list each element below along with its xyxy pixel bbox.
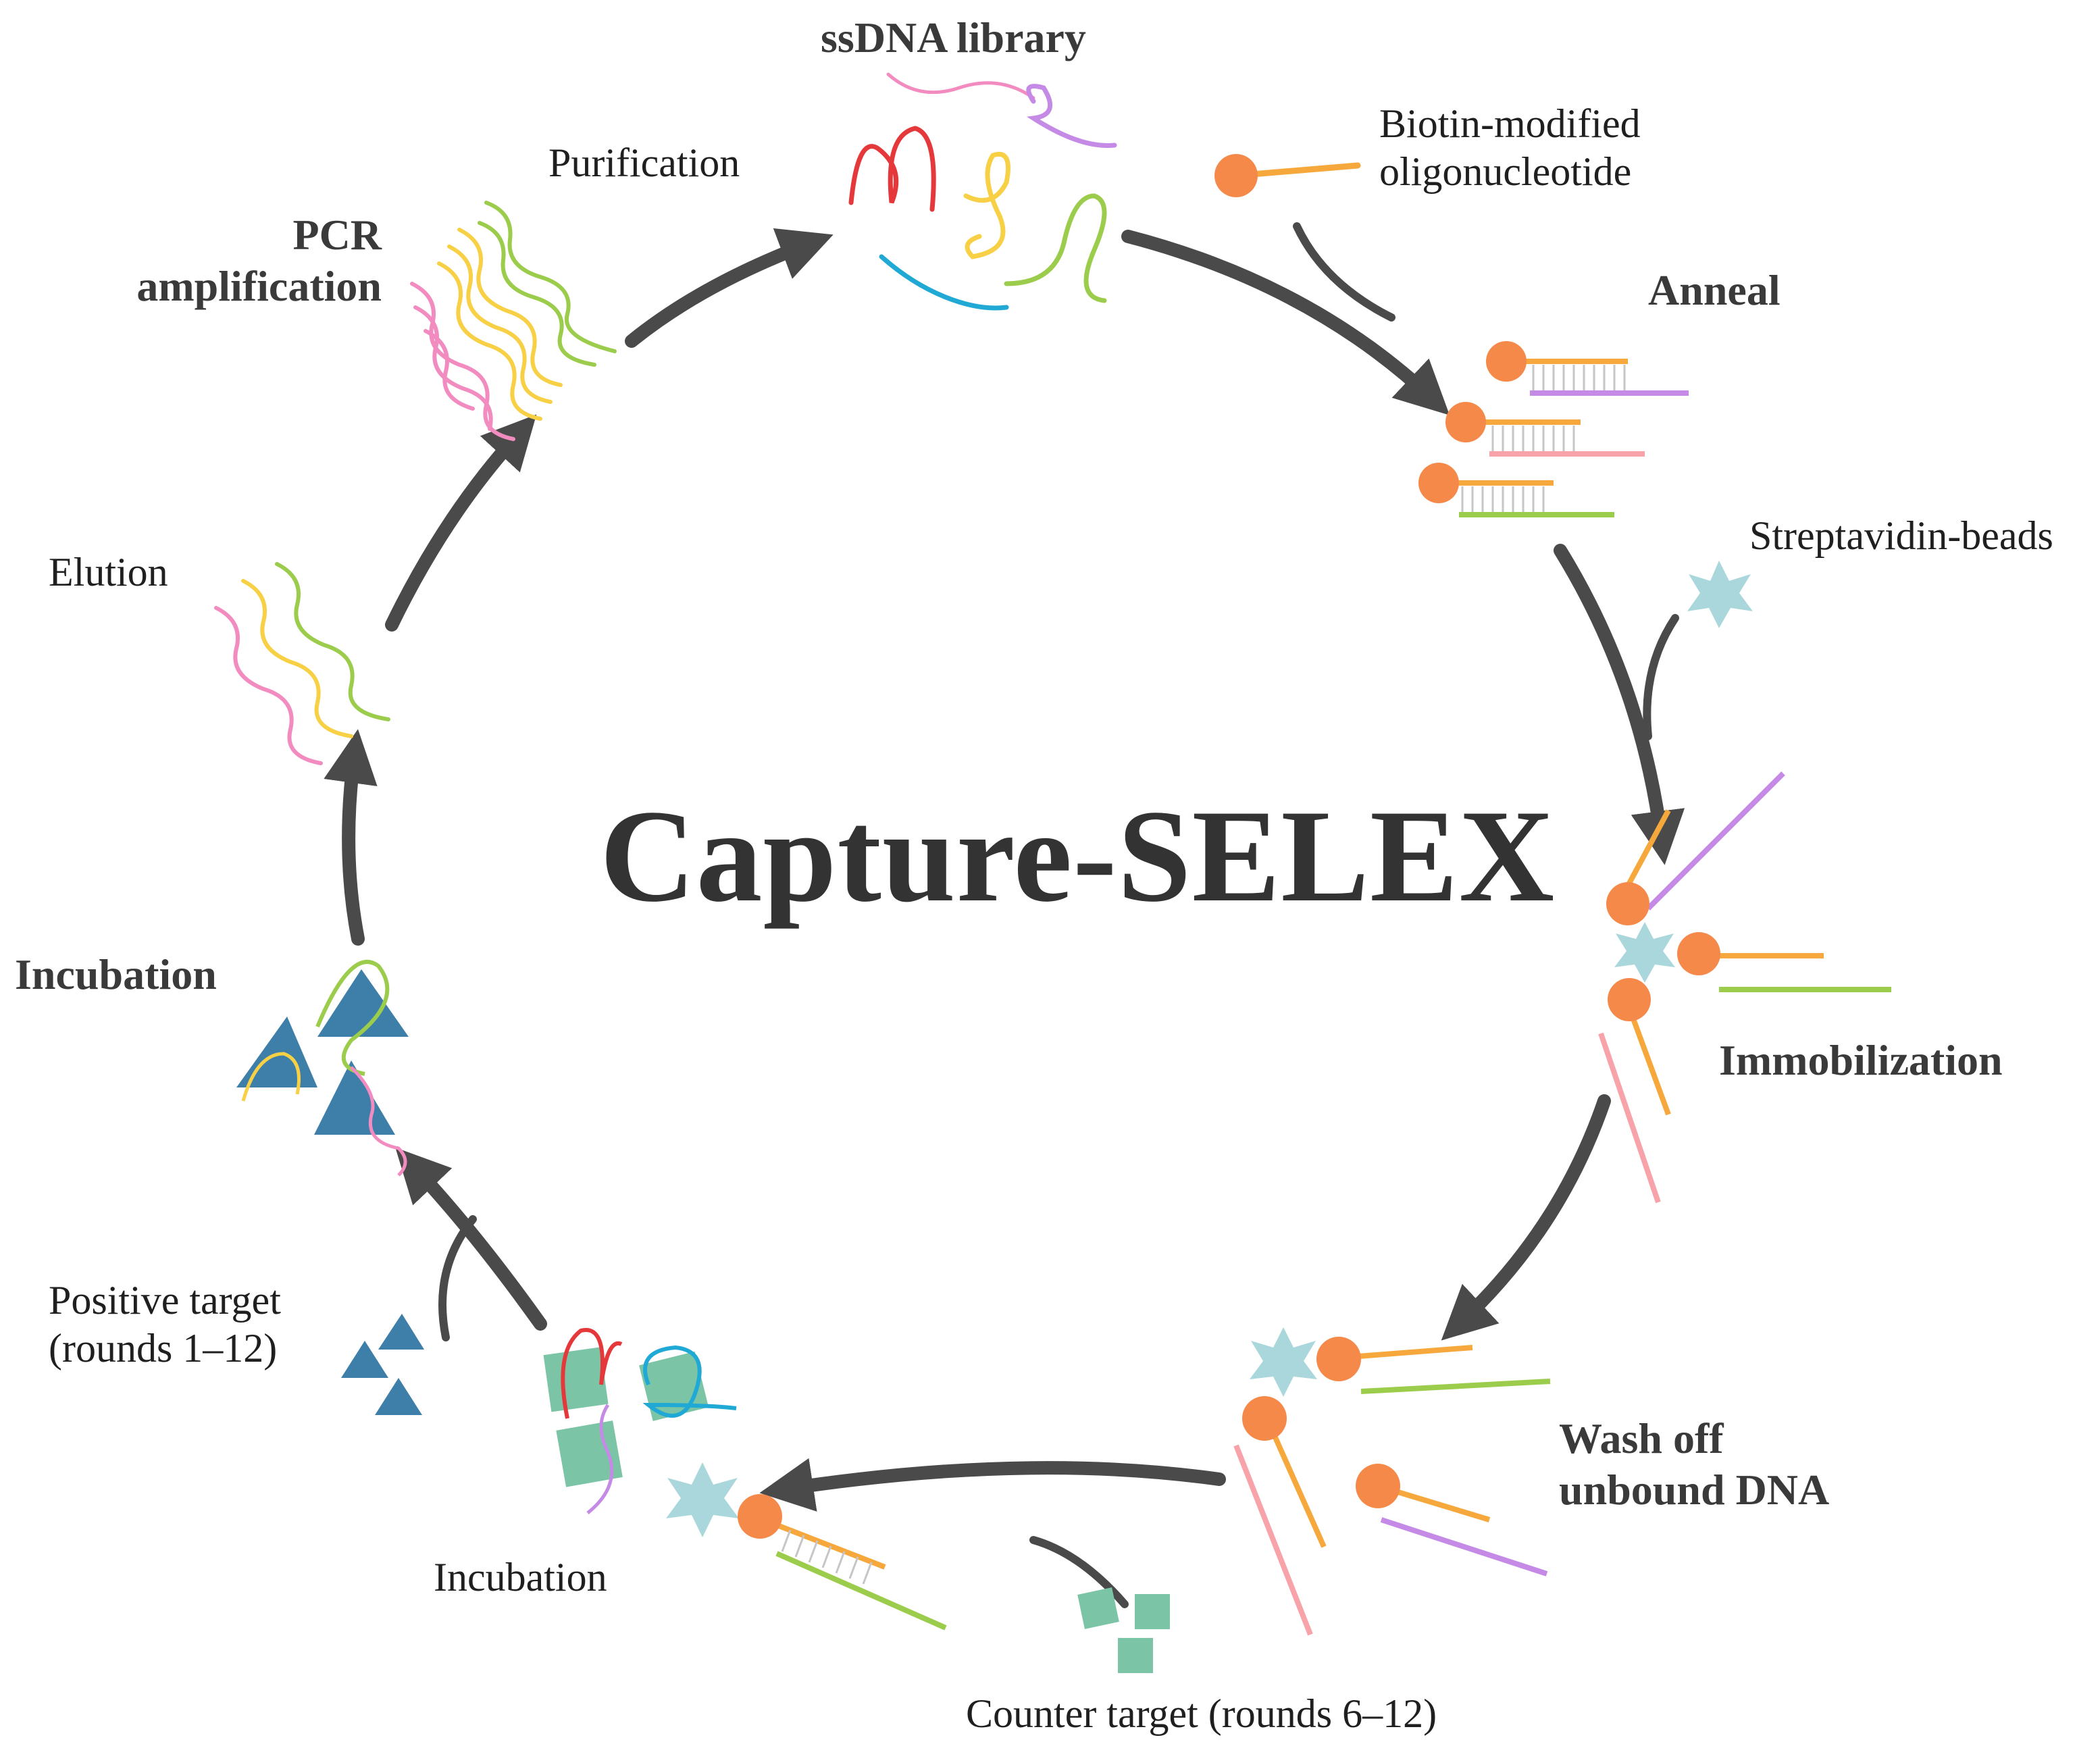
wash-off-label: Wash off unbound DNA <box>1559 1413 1829 1515</box>
positive-target-label: Positive target (rounds 1–12) <box>49 1277 281 1373</box>
positive-label-line2: (rounds 1–12) <box>49 1325 278 1370</box>
biotin-oligo-label: Biotin-modified oligonucleotide <box>1379 100 1641 196</box>
biotin-label-line1: Biotin-modified <box>1379 101 1641 146</box>
arrow-wash-to-incubation <box>759 1458 1226 1512</box>
immobilization-cluster <box>1598 771 1891 1204</box>
arrow-elution-to-pcr <box>385 414 537 632</box>
purification-label: Purification <box>548 140 740 185</box>
arrow-anneal-to-immobilization <box>1554 544 1685 865</box>
elution-strands <box>214 562 390 765</box>
arrow-incubation-to-positive-incubation <box>395 1147 547 1331</box>
positive-label-line1: Positive target <box>49 1278 281 1323</box>
pcr-label-line1: PCR <box>292 211 382 259</box>
counter-incubation-cluster <box>543 1328 947 1631</box>
ssdna-library-label: ssDNA library <box>821 14 1086 61</box>
feed-arrows <box>438 222 1679 1608</box>
wash-cluster <box>1233 1327 1551 1636</box>
immobilization-label: Immobilization <box>1719 1036 2003 1084</box>
anneal-complexes <box>1418 341 1689 517</box>
biotin-feed-arrow <box>1293 222 1395 322</box>
positive-feed-arrow <box>438 1215 477 1341</box>
arrow-purification-to-library <box>625 228 834 348</box>
arrow-library-to-anneal <box>1121 230 1450 415</box>
counter-feed-arrow <box>1029 1536 1129 1608</box>
wash-label-line2: unbound DNA <box>1559 1465 1830 1514</box>
pcr-amplification-label: PCR amplification <box>74 209 382 311</box>
biotin-label-line2: oligonucleotide <box>1379 149 1632 194</box>
positive-incubation-cluster <box>236 960 409 1177</box>
streptavidin-feed-arrow <box>1643 614 1679 740</box>
diagram-title: Capture-SELEX <box>600 783 1556 929</box>
wash-label-line1: Wash off <box>1559 1414 1724 1462</box>
counter-incubation-label: Incubation <box>434 1555 607 1599</box>
ssdna-library-strands <box>848 72 1117 311</box>
counter-target-label: Counter target (rounds 6–12) <box>966 1691 1437 1736</box>
pcr-label-line2: amplification <box>136 261 382 310</box>
arrow-incubation-to-elution <box>324 729 378 946</box>
counter-target-squares <box>1077 1587 1170 1673</box>
positive-incubation-label: Incubation <box>15 950 217 998</box>
elution-label: Elution <box>49 550 168 594</box>
biotin-oligo <box>1214 154 1361 197</box>
anneal-label: Anneal <box>1648 266 1781 314</box>
pcr-strands <box>410 201 617 441</box>
positive-target-triangles <box>341 1314 424 1415</box>
streptavidin-label: Streptavidin-beads <box>1749 513 2053 558</box>
streptavidin-bead <box>1687 561 1753 628</box>
cycle-arrows <box>324 228 1685 1512</box>
arrow-immobilization-to-wash <box>1441 1094 1611 1341</box>
